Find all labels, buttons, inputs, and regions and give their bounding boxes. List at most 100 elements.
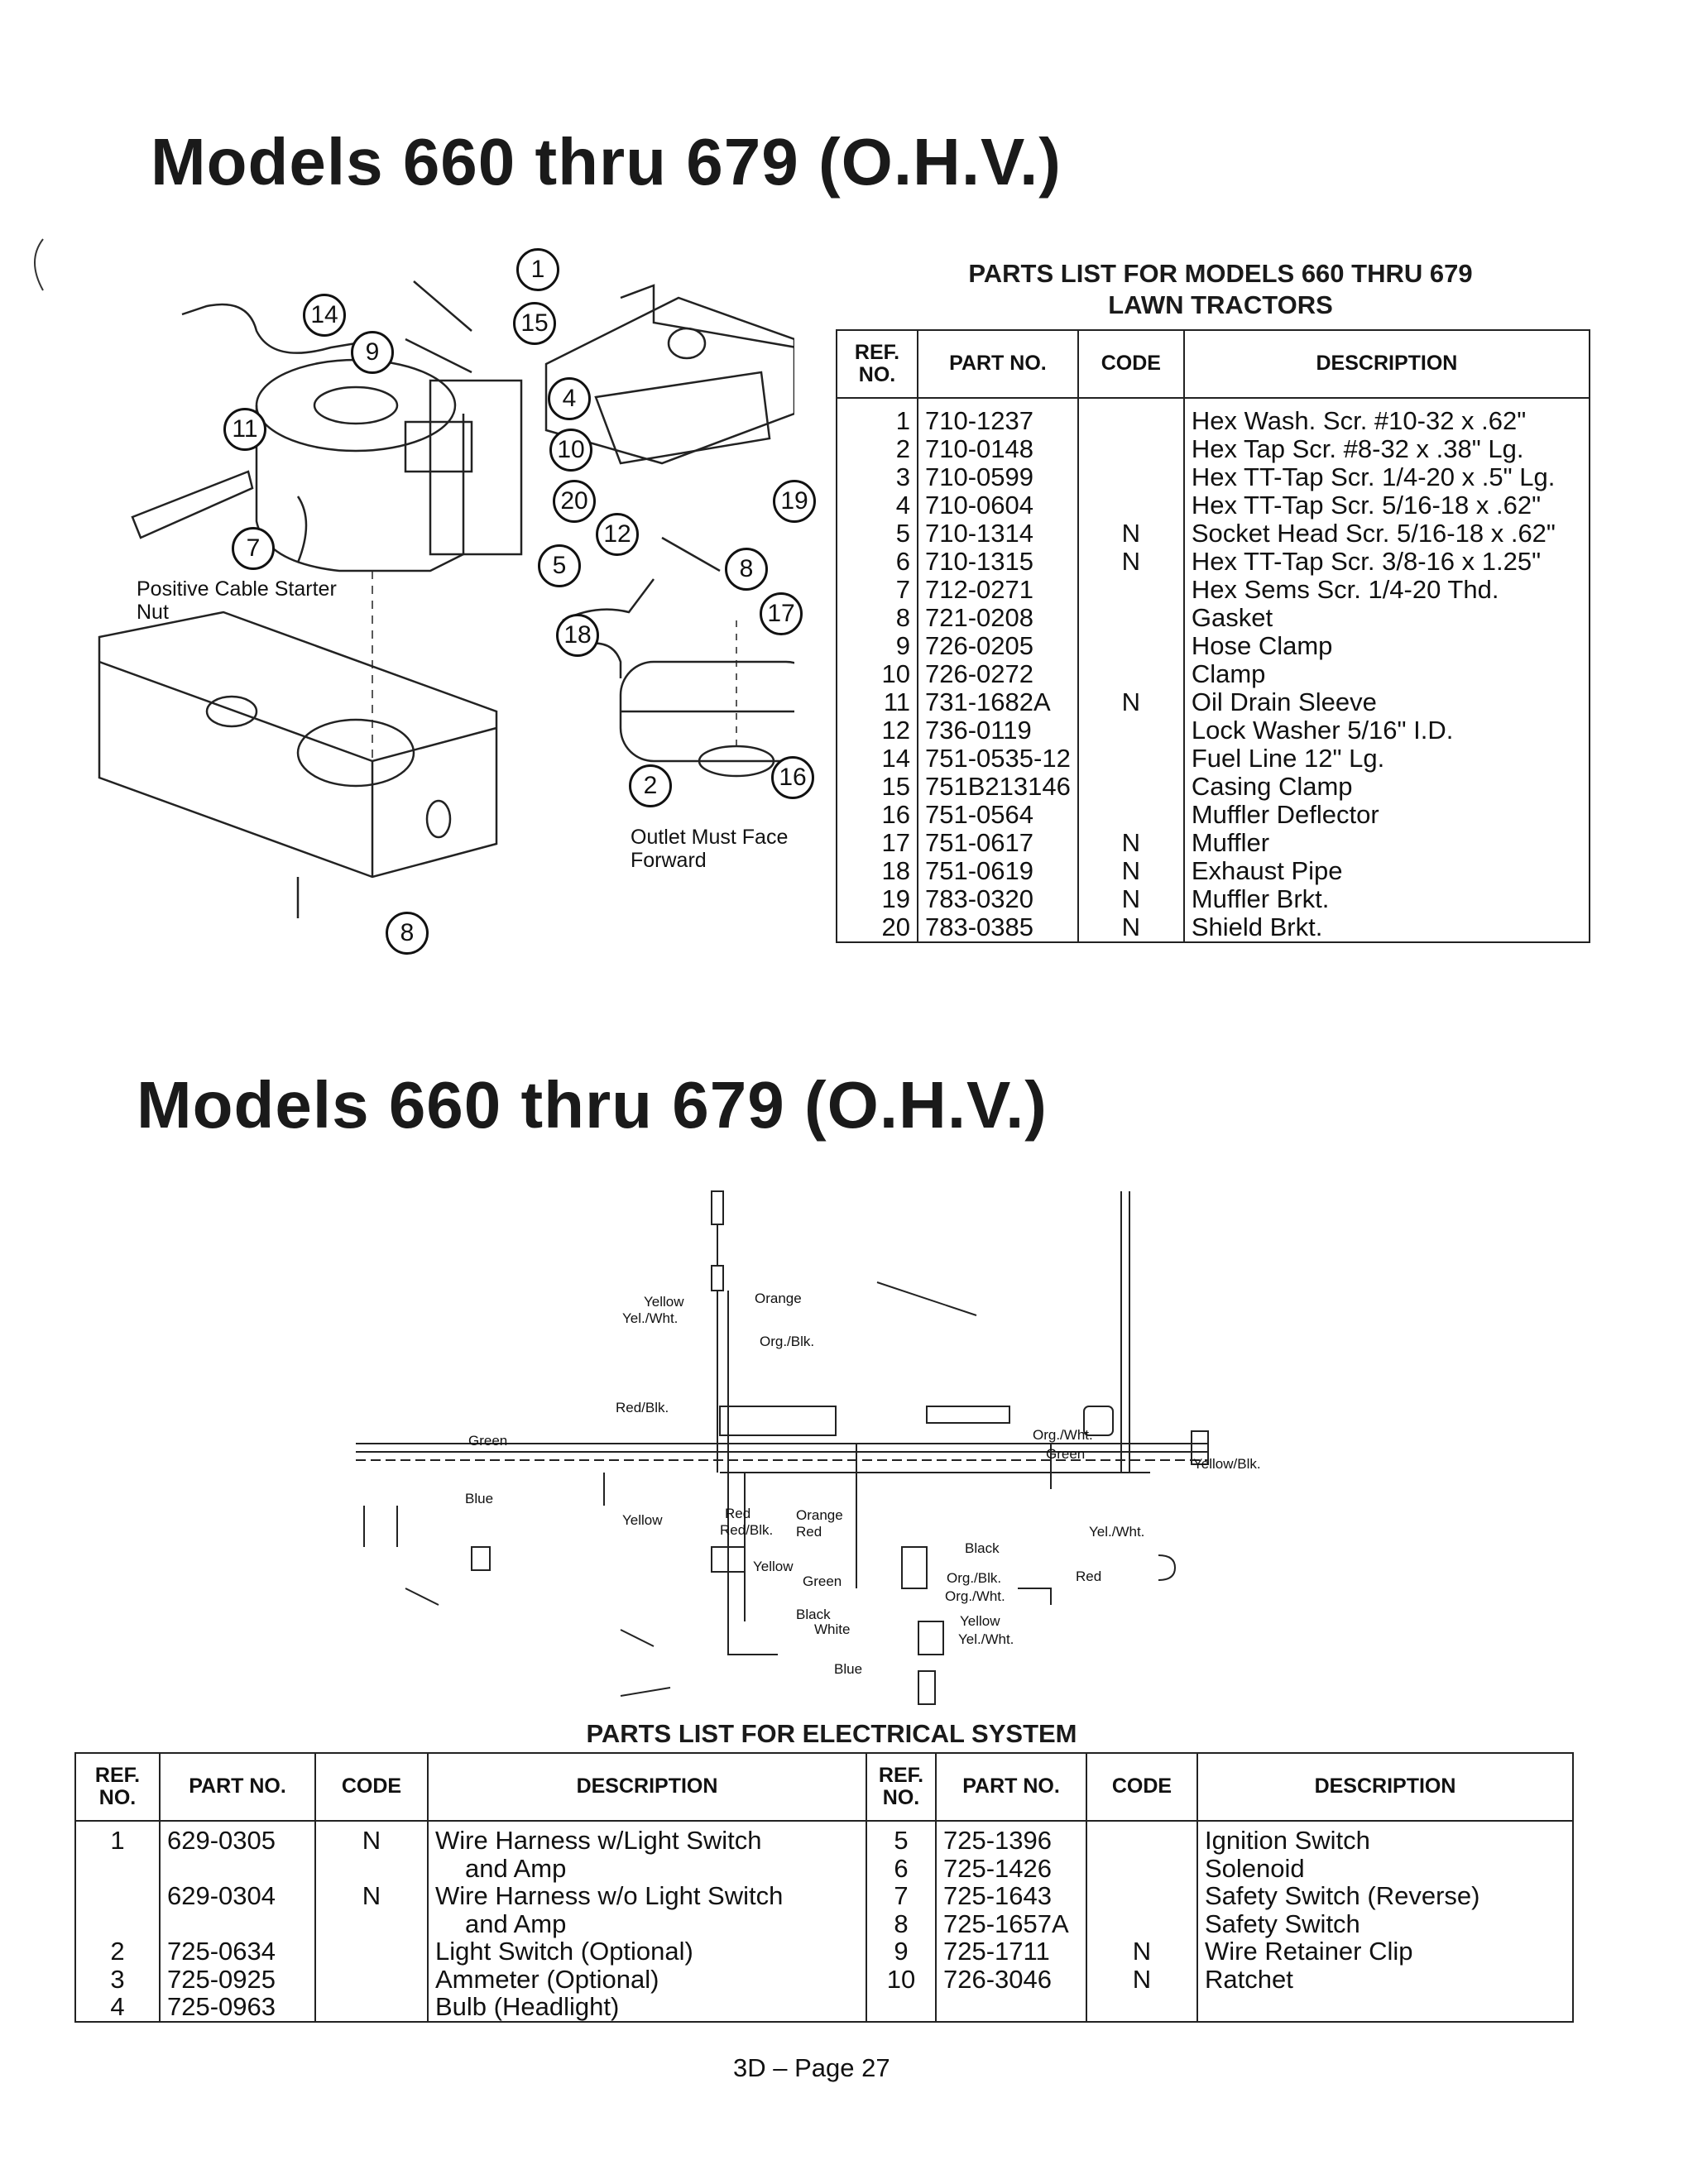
col-desc-right: DESCRIPTION <box>1196 1752 1574 1822</box>
cell-code <box>1077 716 1185 745</box>
wire-label-yellow-mid: Yellow <box>622 1512 663 1528</box>
cell-part: 710-0148 <box>917 435 1079 463</box>
cell-code <box>1077 801 1185 829</box>
cell-code <box>1086 1993 1198 2022</box>
cell-part: 725-1396 <box>935 1821 1087 1855</box>
cell-part: 751-0617 <box>917 829 1079 857</box>
callout-5: 5 <box>538 544 581 587</box>
cell-code: N <box>1077 548 1185 576</box>
cell-part: 712-0271 <box>917 576 1079 604</box>
cell-ref: 6 <box>866 1854 937 1882</box>
callout-10: 10 <box>549 429 592 472</box>
cell-ref: 8 <box>866 1909 937 1937</box>
cell-ref <box>866 1993 937 2022</box>
cell-desc: Hex Wash. Scr. #10-32 x .62" <box>1182 398 1591 435</box>
col-desc: DESCRIPTION <box>1182 329 1591 399</box>
cell-desc: Muffler Brkt. <box>1182 885 1591 913</box>
cell-code <box>1086 1854 1198 1882</box>
cell-part: 725-1643 <box>935 1882 1087 1910</box>
cell-ref: 5 <box>866 1821 937 1855</box>
callout-8-bottom: 8 <box>386 912 429 955</box>
callout-16: 16 <box>771 756 814 799</box>
cell-code <box>1077 463 1185 491</box>
cell-part: 726-0205 <box>917 632 1079 660</box>
wire-label-red-right: Red <box>1076 1569 1102 1584</box>
cell-ref: 19 <box>836 885 918 913</box>
cell-ref: 9 <box>866 1937 937 1966</box>
cell-desc: Casing Clamp <box>1182 773 1591 801</box>
cell-code <box>1077 604 1185 632</box>
cell-code: N <box>1077 688 1185 716</box>
wire-label-green-low: Green <box>803 1573 842 1589</box>
page-title-electrical: Models 660 thru 679 (O.H.V.) <box>137 1068 1048 1142</box>
wire-label-orgblk-top: Org./Blk. <box>760 1334 815 1349</box>
cell-desc: Hex TT-Tap Scr. 5/16-18 x .62" <box>1182 491 1591 520</box>
parts-list-heading-electrical: PARTS LIST FOR ELECTRICAL SYSTEM <box>586 1719 1077 1748</box>
cell-code <box>1077 398 1185 435</box>
cell-part: 710-1314 <box>917 520 1079 548</box>
cell-ref <box>74 1854 161 1882</box>
cell-ref: 16 <box>836 801 918 829</box>
cell-ref: 1 <box>74 1821 161 1855</box>
col-ref: REF. NO. <box>836 329 918 399</box>
cell-ref: 14 <box>836 745 918 773</box>
cell-code: N <box>1077 857 1185 885</box>
cell-desc: Wire Harness w/o Light Switch <box>427 1882 867 1910</box>
wire-label-red-mid2: Red <box>796 1524 822 1540</box>
cell-desc: Socket Head Scr. 5/16-18 x .62" <box>1182 520 1591 548</box>
cell-part: 736-0119 <box>917 716 1079 745</box>
cell-desc <box>1196 1993 1574 2022</box>
cell-ref: 10 <box>836 660 918 688</box>
callout-17: 17 <box>760 592 803 635</box>
cell-ref: 3 <box>74 1965 161 1993</box>
cell-ref: 2 <box>74 1937 161 1966</box>
callout-19: 19 <box>773 480 816 523</box>
cell-desc: Ratchet <box>1196 1965 1574 1993</box>
cell-part: 725-0634 <box>159 1937 316 1966</box>
callout-20: 20 <box>553 480 596 523</box>
cell-desc: Wire Harness w/Light Switch <box>427 1821 867 1855</box>
cell-part <box>935 1993 1087 2022</box>
cell-code <box>1086 1882 1198 1910</box>
callout-11: 11 <box>223 408 266 451</box>
cell-ref: 9 <box>836 632 918 660</box>
parts-list-heading-tractors: PARTS LIST FOR MODELS 660 THRU 679 LAWN … <box>968 259 1473 319</box>
callout-8-top: 8 <box>725 548 768 591</box>
cell-code <box>314 1937 429 1966</box>
cell-ref: 17 <box>836 829 918 857</box>
cell-desc: Muffler <box>1182 829 1591 857</box>
wire-label-green-right: Green <box>1046 1446 1086 1462</box>
cell-desc: Wire Retainer Clip <box>1196 1937 1574 1966</box>
cell-code <box>1077 491 1185 520</box>
cell-code <box>314 1909 429 1937</box>
cell-part <box>159 1854 316 1882</box>
col-code-right: CODE <box>1086 1752 1198 1822</box>
cell-desc: Shield Brkt. <box>1182 913 1591 942</box>
cell-ref: 4 <box>74 1993 161 2022</box>
cell-ref: 12 <box>836 716 918 745</box>
cell-ref: 8 <box>836 604 918 632</box>
wire-label-orange-mid: Orange <box>796 1507 843 1523</box>
wire-label-red-mid: Red <box>725 1506 751 1521</box>
wire-label-orgwht-right: Org./Wht. <box>1033 1427 1093 1443</box>
cell-part: 710-0604 <box>917 491 1079 520</box>
col-ref-right: REF. NO. <box>866 1752 937 1822</box>
cell-ref: 3 <box>836 463 918 491</box>
cell-desc: Exhaust Pipe <box>1182 857 1591 885</box>
cell-code: N <box>1077 913 1185 942</box>
cell-part: 629-0304 <box>159 1882 316 1910</box>
wire-label-orange-top: Orange <box>755 1291 802 1306</box>
cell-part: 710-1315 <box>917 548 1079 576</box>
cell-code: N <box>314 1882 429 1910</box>
